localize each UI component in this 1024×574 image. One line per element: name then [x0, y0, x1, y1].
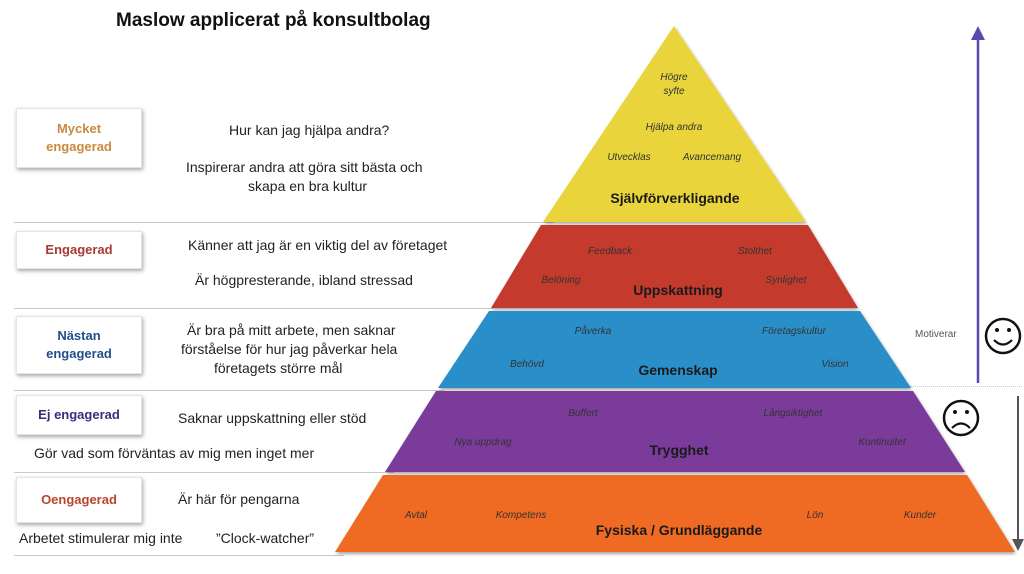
need-label: Företagskultur	[762, 326, 827, 337]
row-text: skapa en bra kultur	[248, 178, 368, 194]
need-label: syfte	[663, 86, 685, 97]
label-line: Nästan	[57, 328, 101, 343]
sad-face-icon	[942, 399, 980, 437]
row-text: Är bra på mitt arbete, men saknar	[187, 322, 396, 338]
label-line: Engagerad	[45, 242, 113, 257]
row-text: Inspirerar andra att göra sitt bästa och	[186, 159, 423, 175]
row-separator	[14, 308, 494, 309]
row-text: företagets större mål	[214, 360, 343, 376]
motiverar-label: Motiverar	[915, 329, 957, 340]
level-title: Fysiska / Grundläggande	[596, 522, 763, 538]
engagement-label-oengagerad: Oengagerad	[16, 477, 142, 523]
need-label: Avancemang	[682, 152, 742, 163]
label-line: engagerad	[46, 139, 112, 154]
happy-face-icon	[984, 317, 1022, 355]
need-label: Belöning	[542, 275, 581, 286]
need-label: Påverka	[575, 325, 612, 337]
row-separator	[14, 472, 394, 473]
arrow-up-icon	[971, 26, 985, 40]
need-label: Långsiktighet	[764, 407, 824, 419]
need-label: Kontinuitet	[858, 437, 906, 448]
pyramid-level-2	[491, 225, 858, 308]
pyramid-level-3	[438, 311, 911, 388]
row-text: Arbetet stimulerar mig inte	[19, 530, 183, 546]
row-text: Hur kan jag hjälpa andra?	[229, 122, 390, 138]
need-label: Hjälpa andra	[646, 122, 703, 133]
row-separator	[14, 222, 554, 223]
need-label: Buffert	[568, 408, 599, 419]
right-dotted-separator	[910, 386, 1022, 388]
engagement-label-mycket: Mycket engagerad	[16, 108, 142, 168]
label-line: engagerad	[46, 346, 112, 361]
row-text: förståelse för hur jag påverkar hela	[181, 341, 398, 357]
label-line: Oengagerad	[41, 492, 117, 507]
need-label: Högre	[660, 72, 688, 83]
need-label: Vision	[821, 359, 848, 370]
row-text: Gör vad som förväntas av mig men inget m…	[34, 445, 315, 461]
need-label: Stolthet	[738, 246, 773, 257]
engagement-label-ej: Ej engagerad	[16, 395, 142, 435]
row-text: Saknar uppskattning eller stöd	[178, 410, 367, 426]
need-label: Nya uppdrag	[454, 437, 512, 448]
need-label: Feedback	[588, 246, 633, 257]
need-label: Kunder	[904, 510, 937, 521]
label-line: Ej engagerad	[38, 407, 120, 422]
row-text: ”Clock-watcher”	[216, 530, 315, 546]
row-separator	[14, 390, 444, 391]
engagement-label-nastan: Nästan engagerad	[16, 316, 142, 374]
label-line: Mycket	[56, 121, 102, 136]
arrow-down-icon	[1012, 539, 1024, 551]
pyramid-level-5	[335, 475, 1015, 552]
need-label: Avtal	[404, 510, 428, 521]
row-text: Är här för pengarna	[178, 491, 300, 507]
level-title: Gemenskap	[638, 362, 717, 378]
level-title: Självförverkligande	[610, 190, 739, 206]
need-label: Utvecklas	[607, 152, 650, 163]
engagement-label-engagerad: Engagerad	[16, 231, 142, 269]
need-label: Synlighet	[765, 275, 807, 286]
row-separator	[14, 555, 344, 556]
row-text: Är högpresterande, ibland stressad	[195, 272, 413, 288]
page-title: Maslow applicerat på konsultbolag	[116, 10, 431, 31]
row-text: Känner att jag är en viktig del av föret…	[188, 237, 448, 253]
level-title: Uppskattning	[633, 282, 722, 298]
level-title: Trygghet	[649, 442, 708, 458]
need-label: Kompetens	[496, 510, 547, 521]
pyramid-level-4	[385, 391, 965, 472]
pyramid-level-1	[543, 26, 806, 222]
need-label: Lön	[807, 510, 824, 521]
need-label: Behövd	[510, 359, 544, 370]
